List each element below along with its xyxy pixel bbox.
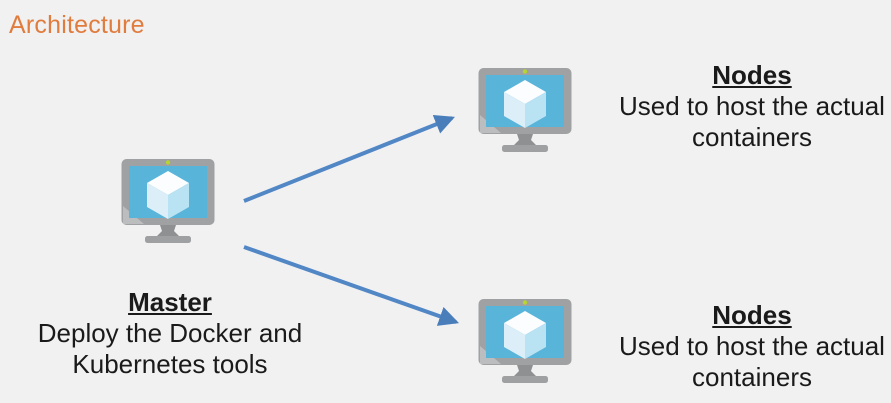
- master-description: Deploy the Docker and Kubernetes tools: [37, 318, 303, 379]
- page-title: Architecture: [9, 11, 145, 39]
- arrow-master-to-node-1: [243, 114, 455, 203]
- master-label-block: Master Deploy the Docker and Kubernetes …: [20, 287, 320, 380]
- node-1-description: Used to host the actual containers: [619, 91, 885, 152]
- azure-vm-icon: [478, 299, 572, 383]
- azure-vm-icon: [121, 159, 215, 243]
- node-2-title: Nodes: [712, 300, 792, 330]
- node-2-description: Used to host the actual containers: [619, 331, 885, 392]
- master-title: Master: [128, 287, 212, 317]
- node-1-title: Nodes: [712, 60, 792, 90]
- azure-vm-icon: [478, 68, 572, 152]
- node-1-label-block: Nodes Used to host the actual containers: [612, 60, 891, 153]
- node-2-label-block: Nodes Used to host the actual containers: [612, 300, 891, 393]
